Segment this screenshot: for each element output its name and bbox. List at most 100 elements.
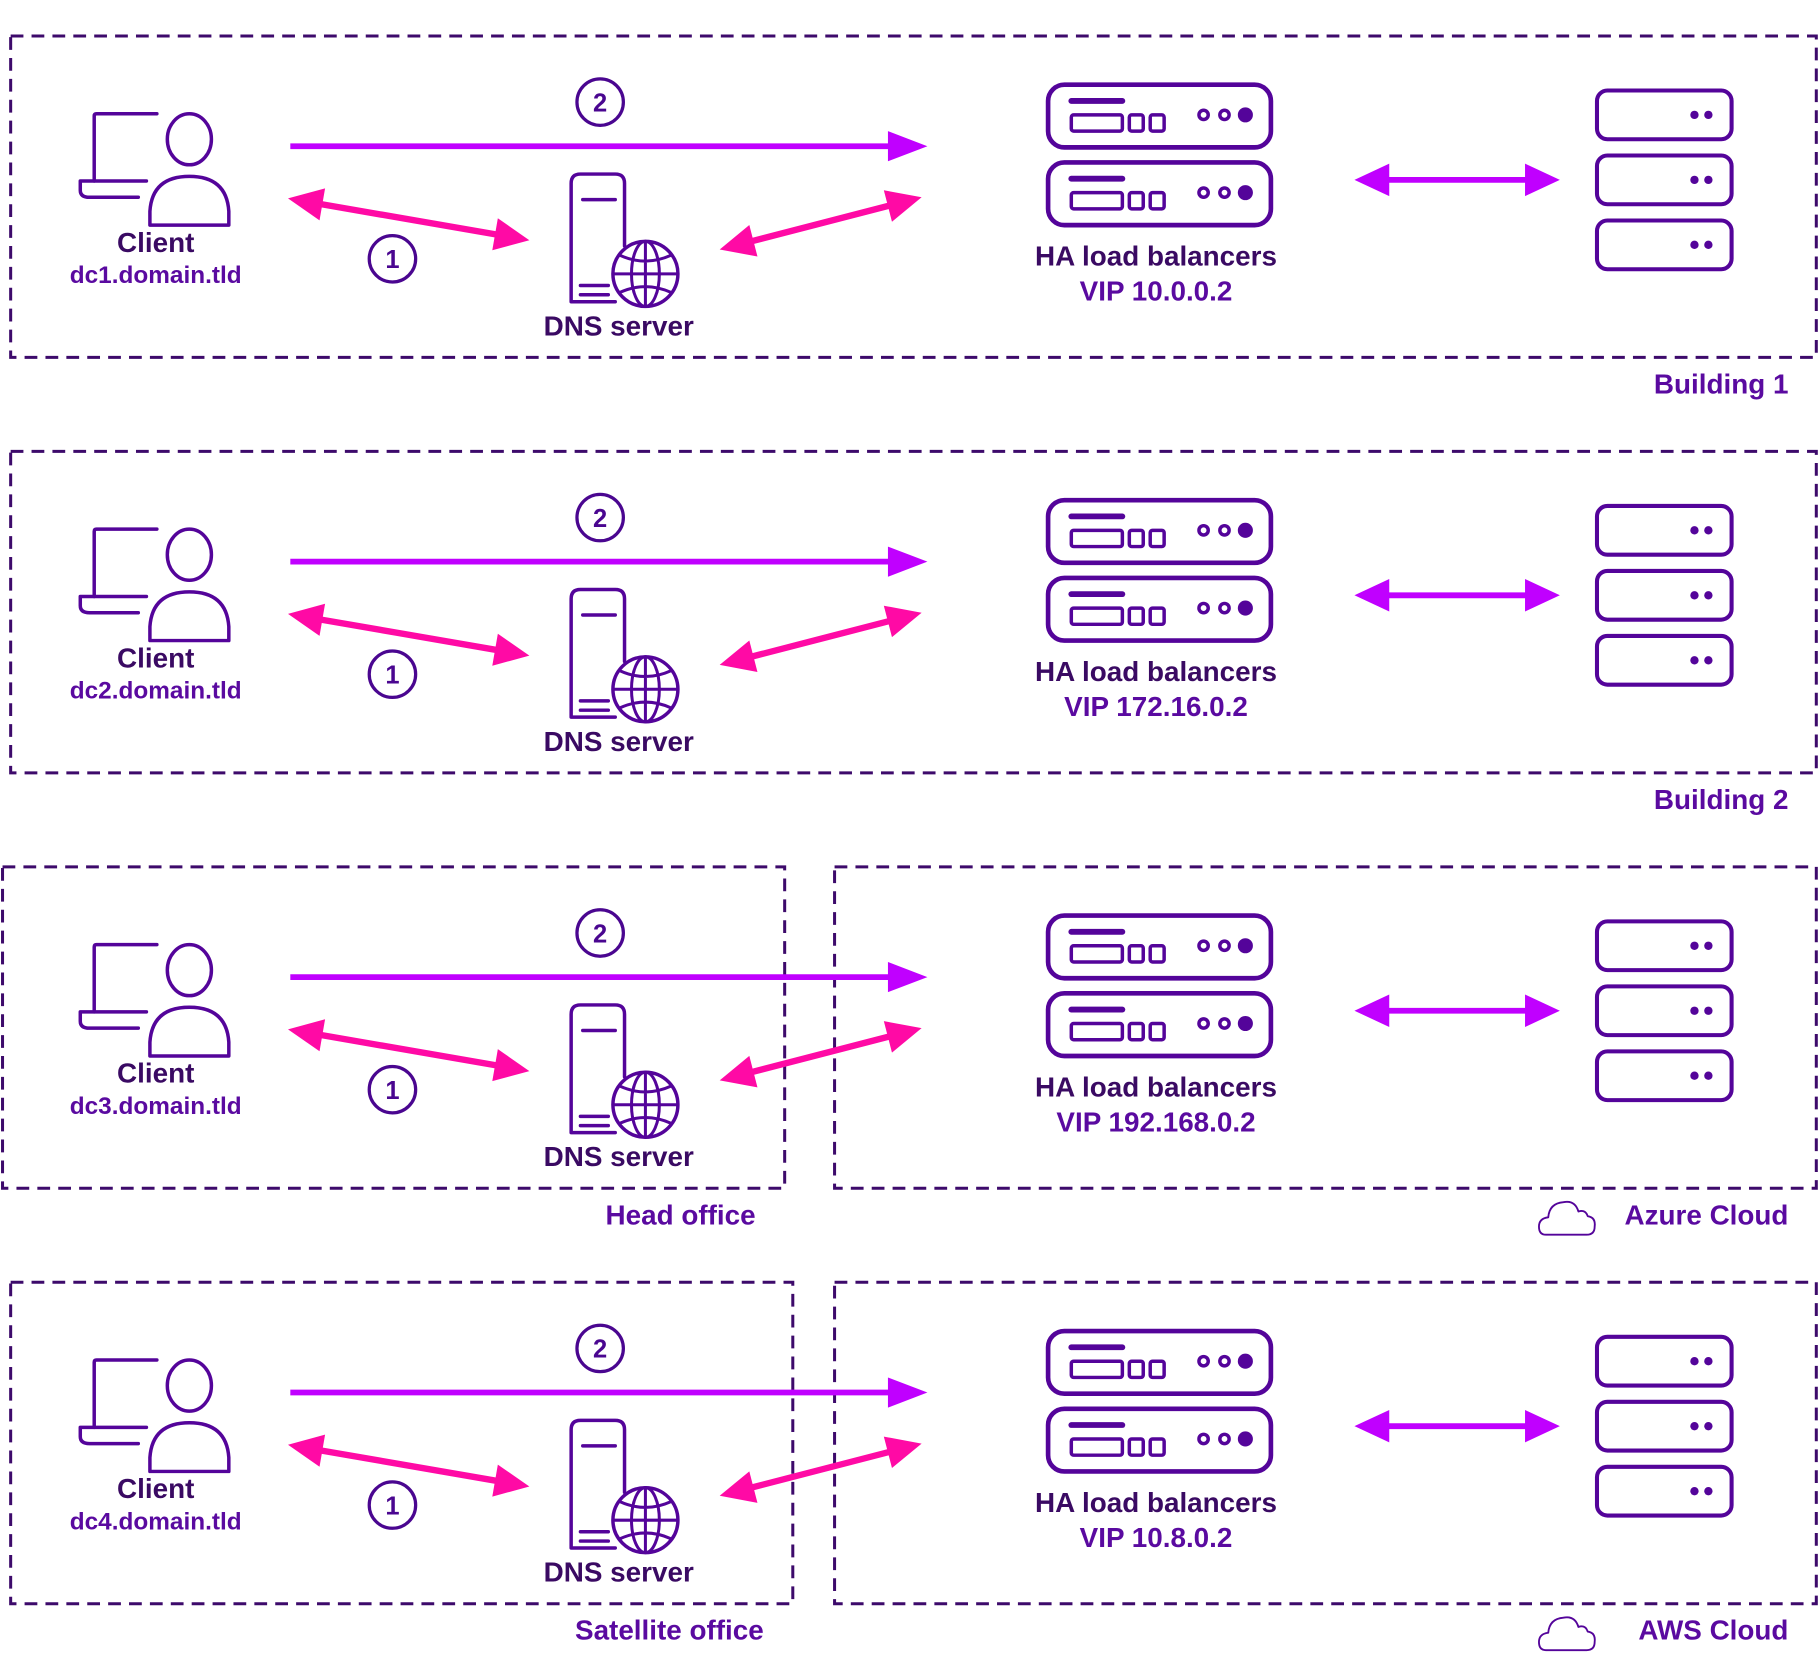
step2-arrow (290, 131, 928, 162)
arrowhead-icon (492, 218, 530, 251)
step-circle (367, 649, 418, 700)
step-number: 1 (385, 1077, 399, 1105)
arrowhead-icon (492, 1049, 530, 1082)
arrowhead-icon (1354, 163, 1390, 197)
dns-lb-arrow (719, 605, 922, 672)
step-2-badge: 2 (575, 1323, 625, 1374)
diagram-row: Satellite office AWS Cloud Client dc4.domai… (9, 1280, 1818, 1652)
step-circle (575, 77, 625, 127)
step-number: 1 (385, 1492, 399, 1520)
backend-servers-icon (1597, 1337, 1732, 1516)
step-circle (367, 233, 418, 284)
client-dns-arrow (288, 188, 530, 251)
load-balancer-unit (1048, 993, 1271, 1056)
arrowhead-icon (719, 225, 758, 257)
arrowhead-icon (883, 1021, 922, 1053)
dns-lb-arrow-shaft (741, 615, 900, 663)
client-icon (78, 942, 231, 1058)
arrowhead-icon (492, 1464, 530, 1497)
step-number: 2 (593, 505, 607, 533)
backend-server-unit (1597, 506, 1732, 555)
zone-box (9, 34, 1818, 359)
arrowhead-icon (288, 188, 326, 221)
backend-servers-icon (1597, 921, 1732, 1100)
step-number: 2 (593, 89, 607, 117)
lb-backend-arrow (1354, 994, 1560, 1027)
dns-lb-arrow-shaft (741, 1446, 900, 1494)
load-balancer-unit (1048, 578, 1271, 641)
client-label: Client (117, 642, 194, 673)
step2-arrow (290, 962, 928, 993)
lb-backend-arrow (1354, 1409, 1560, 1443)
arrowhead-icon (719, 1471, 758, 1503)
client-dns-arrow-shaft (310, 1030, 508, 1071)
step-number: 2 (593, 920, 607, 948)
zone-box-onprem (9, 1280, 795, 1606)
step-1-badge: 1 (367, 1480, 418, 1530)
client-dns-arrow-shaft (310, 614, 508, 655)
client-icon (78, 1358, 231, 1474)
dns-lb-arrow (719, 1021, 922, 1088)
arrowhead-icon (1525, 1409, 1560, 1443)
arrowhead-icon (288, 1019, 326, 1052)
dns-server-icon (569, 1003, 680, 1139)
step-1-badge: 1 (367, 233, 418, 284)
step-number: 1 (385, 662, 399, 690)
step-circle (575, 492, 625, 543)
vip-label: VIP 10.0.0.2 (1080, 276, 1233, 307)
load-balancer-icon (1048, 85, 1271, 225)
client-dns-arrow (288, 603, 530, 666)
backend-servers-icon (1597, 506, 1732, 685)
zone-label: Satellite office (575, 1615, 764, 1646)
client-icon (78, 111, 231, 227)
step-2-badge: 2 (575, 492, 625, 543)
client-domain: dc3.domain.tld (70, 1093, 242, 1120)
client-dns-arrow (288, 1434, 530, 1497)
load-balancer-unit (1048, 85, 1271, 148)
dns-lb-arrow-shaft (741, 199, 900, 247)
step2-arrow (290, 1377, 928, 1408)
dns-server-label: DNS server (544, 1557, 694, 1588)
load-balancer-icon (1048, 500, 1271, 640)
cloud-icon (1538, 1616, 1596, 1652)
backend-server-unit (1597, 220, 1732, 269)
load-balancer-label: HA load balancers (1035, 656, 1277, 687)
step-circle (367, 1064, 418, 1115)
dns-lb-arrow (719, 1436, 922, 1503)
cloud-zone-label: AWS Cloud (1638, 1615, 1788, 1646)
client-domain: dc4.domain.tld (70, 1508, 242, 1535)
arrowhead-icon (492, 633, 530, 666)
zone-label: Building 2 (1654, 784, 1789, 815)
client-label: Client (117, 1473, 194, 1504)
backend-servers-icon (1597, 91, 1732, 270)
backend-server-unit (1597, 986, 1732, 1035)
load-balancer-unit (1048, 500, 1271, 563)
client-dns-arrow (288, 1019, 530, 1082)
step-number: 1 (385, 246, 399, 274)
step-2-badge: 2 (575, 908, 625, 958)
arrowhead-icon (1354, 994, 1390, 1027)
dns-server-label: DNS server (544, 1141, 694, 1172)
vip-label: VIP 192.168.0.2 (1056, 1106, 1255, 1137)
client-label: Client (117, 227, 194, 258)
cloud-zone-label: Azure Cloud (1624, 1199, 1788, 1230)
arrowhead-icon (1354, 1409, 1390, 1443)
lb-backend-arrow (1354, 579, 1560, 612)
step2-arrow (290, 546, 928, 577)
backend-server-unit (1597, 636, 1732, 685)
dns-server-icon (569, 172, 680, 309)
step-circle (367, 1480, 418, 1530)
load-balancer-label: HA load balancers (1035, 1487, 1277, 1518)
load-balancer-unit (1048, 162, 1271, 225)
backend-server-unit (1597, 921, 1732, 970)
zone-label: Head office (606, 1199, 756, 1230)
backend-server-unit (1597, 91, 1732, 140)
arrowhead-icon (887, 962, 928, 993)
step-circle (575, 908, 625, 958)
step-1-badge: 1 (367, 649, 418, 700)
client-domain: dc1.domain.tld (70, 262, 242, 289)
vip-label: VIP 10.8.0.2 (1080, 1522, 1233, 1553)
